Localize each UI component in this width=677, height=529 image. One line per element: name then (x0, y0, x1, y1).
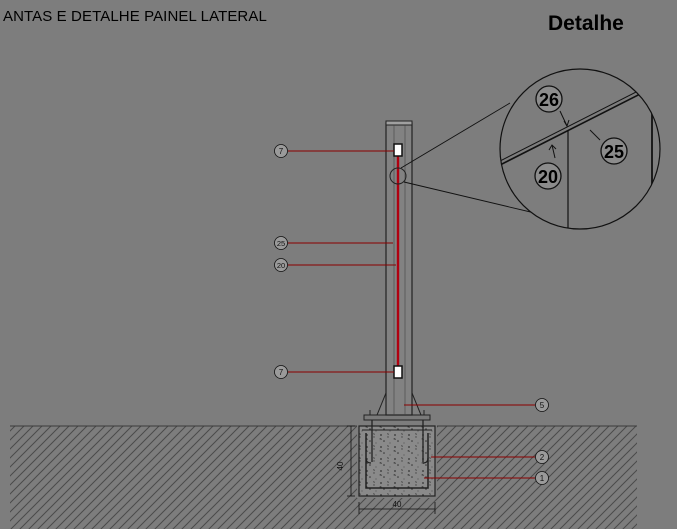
detail-label: Detalhe (548, 12, 624, 35)
concrete-footing (358, 418, 436, 497)
detail-callout-20: 20 (534, 162, 562, 190)
svg-text:7: 7 (279, 147, 284, 156)
svg-text:25: 25 (277, 239, 285, 248)
svg-text:5: 5 (540, 401, 545, 410)
magnifier-lines (400, 102, 540, 215)
svg-text:20: 20 (538, 167, 558, 187)
svg-text:20: 20 (277, 261, 285, 270)
svg-text:25: 25 (604, 142, 624, 162)
callout-1: 1 (535, 471, 549, 485)
dimension-width: 40 (393, 500, 402, 509)
detail-magnifier: 26 25 20 (499, 68, 661, 230)
callout-25: 25 (274, 236, 288, 250)
callout-5: 5 (535, 398, 549, 412)
detail-callout-26: 26 (535, 85, 563, 113)
callout-7-top: 7 (274, 144, 288, 158)
svg-text:2: 2 (540, 453, 545, 462)
dimension-lines (347, 425, 436, 514)
callout-7-bottom: 7 (274, 365, 288, 379)
svg-text:1: 1 (540, 474, 545, 483)
detail-callout-25: 25 (600, 137, 628, 165)
drawing-title: ANTAS E DETALHE PAINEL LATERAL (3, 8, 267, 25)
ground (10, 425, 637, 529)
post (385, 120, 413, 416)
leader-lines (288, 150, 535, 479)
svg-text:7: 7 (279, 368, 284, 377)
callout-20: 20 (274, 258, 288, 272)
svg-text:26: 26 (539, 90, 559, 110)
dimension-height: 40 (336, 461, 345, 470)
callout-2: 2 (535, 450, 549, 464)
